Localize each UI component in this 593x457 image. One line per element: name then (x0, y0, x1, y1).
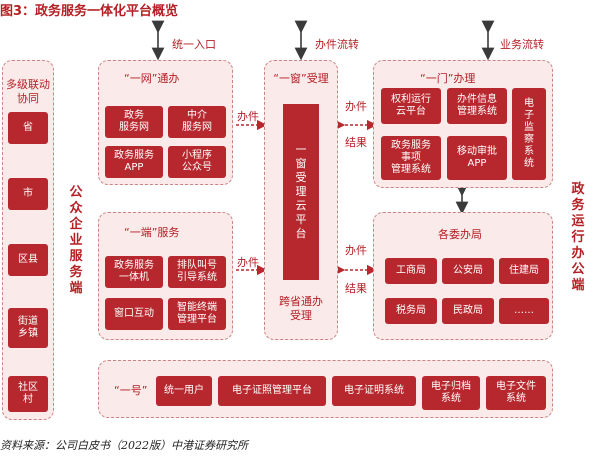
level-item-county: 区县 (8, 244, 48, 276)
men-item-1: 权利运行 云平台 (381, 88, 441, 124)
men-item-3: 政务服务 事项 管理系统 (381, 136, 441, 180)
gewei-item-2: 公安局 (442, 258, 494, 284)
arrow-label-jieguo-2: 结果 (345, 282, 367, 295)
duan-item-4: 智能终端 管理平台 (168, 298, 226, 330)
duan-item-1: 政务服务 一体机 (105, 256, 163, 288)
duan-item-2: 排队叫号 引导系统 (168, 256, 226, 288)
duan-item-3: 窗口互动 (105, 298, 163, 330)
flow-label-banjian: 办件流转 (315, 38, 359, 51)
men-side-system: 电 子 监 察 系 统 (512, 88, 546, 180)
wang-item-2: 中介 服务网 (168, 106, 226, 138)
source-note: 资料来源：公司白皮书（2022版）中港证券研究所 (0, 439, 248, 452)
figure-title: 图3：政务服务一体化平台概览 (0, 4, 179, 19)
hao-item-4: 电子归档 系统 (422, 376, 480, 410)
gewei-label: 各委办局 (438, 228, 482, 241)
arrow-label-banjian-2: 办件 (237, 256, 259, 269)
government-office-label: 政 务 运 行 办 公 端 (571, 182, 585, 293)
wang-item-1: 政务 服务网 (105, 106, 163, 138)
chuang-bottom-label: 跨省通办 受理 (279, 295, 323, 322)
arrow-label-banjian-3: 办件 (345, 100, 367, 113)
gewei-item-5: 民政局 (442, 298, 494, 324)
hao-item-5: 电子文件 系统 (486, 376, 546, 410)
gewei-item-6: …… (499, 298, 549, 324)
wang-item-3: 政务服务 APP (105, 146, 163, 178)
hao-item-1: 统一用户 (156, 376, 212, 406)
flow-label-tongyi: 统一入口 (172, 38, 216, 51)
arrow-label-jieguo-1: 结果 (345, 136, 367, 149)
level-header: 多级联动 协同 (6, 78, 50, 105)
arrow-label-banjian-4: 办件 (345, 244, 367, 257)
level-item-street: 街道 乡镇 (8, 308, 48, 348)
level-item-province: 省 (8, 112, 48, 144)
level-item-city: 市 (8, 178, 48, 210)
men-item-4: 移动审批 APP (447, 136, 507, 180)
gewei-item-1: 工商局 (385, 258, 437, 284)
men-label: “一门”办理 (420, 72, 476, 85)
men-item-2: 办件信息 管理系统 (447, 88, 507, 124)
duan-label: “一端”服务 (124, 226, 180, 239)
hao-label: “一号” (114, 384, 148, 397)
chuang-label: “一窗”受理 (273, 72, 329, 85)
gewei-item-4: 税务局 (385, 298, 437, 324)
arrow-label-banjian-1: 办件 (237, 110, 259, 123)
wang-label: “一网”通办 (124, 72, 180, 85)
gewei-item-3: 住建局 (499, 258, 549, 284)
hao-item-3: 电子证明系统 (332, 376, 416, 406)
wang-item-4: 小程序 公众号 (168, 146, 226, 178)
flow-label-yewu: 业务流转 (500, 38, 544, 51)
level-item-community: 社区 村 (8, 376, 48, 412)
public-service-label: 公 众 企 业 服 务 端 (69, 185, 83, 296)
chuang-cloud-platform: 一 窗 受 理 云 平 台 (283, 104, 319, 280)
hao-item-2: 电子证照管理平台 (218, 376, 326, 406)
